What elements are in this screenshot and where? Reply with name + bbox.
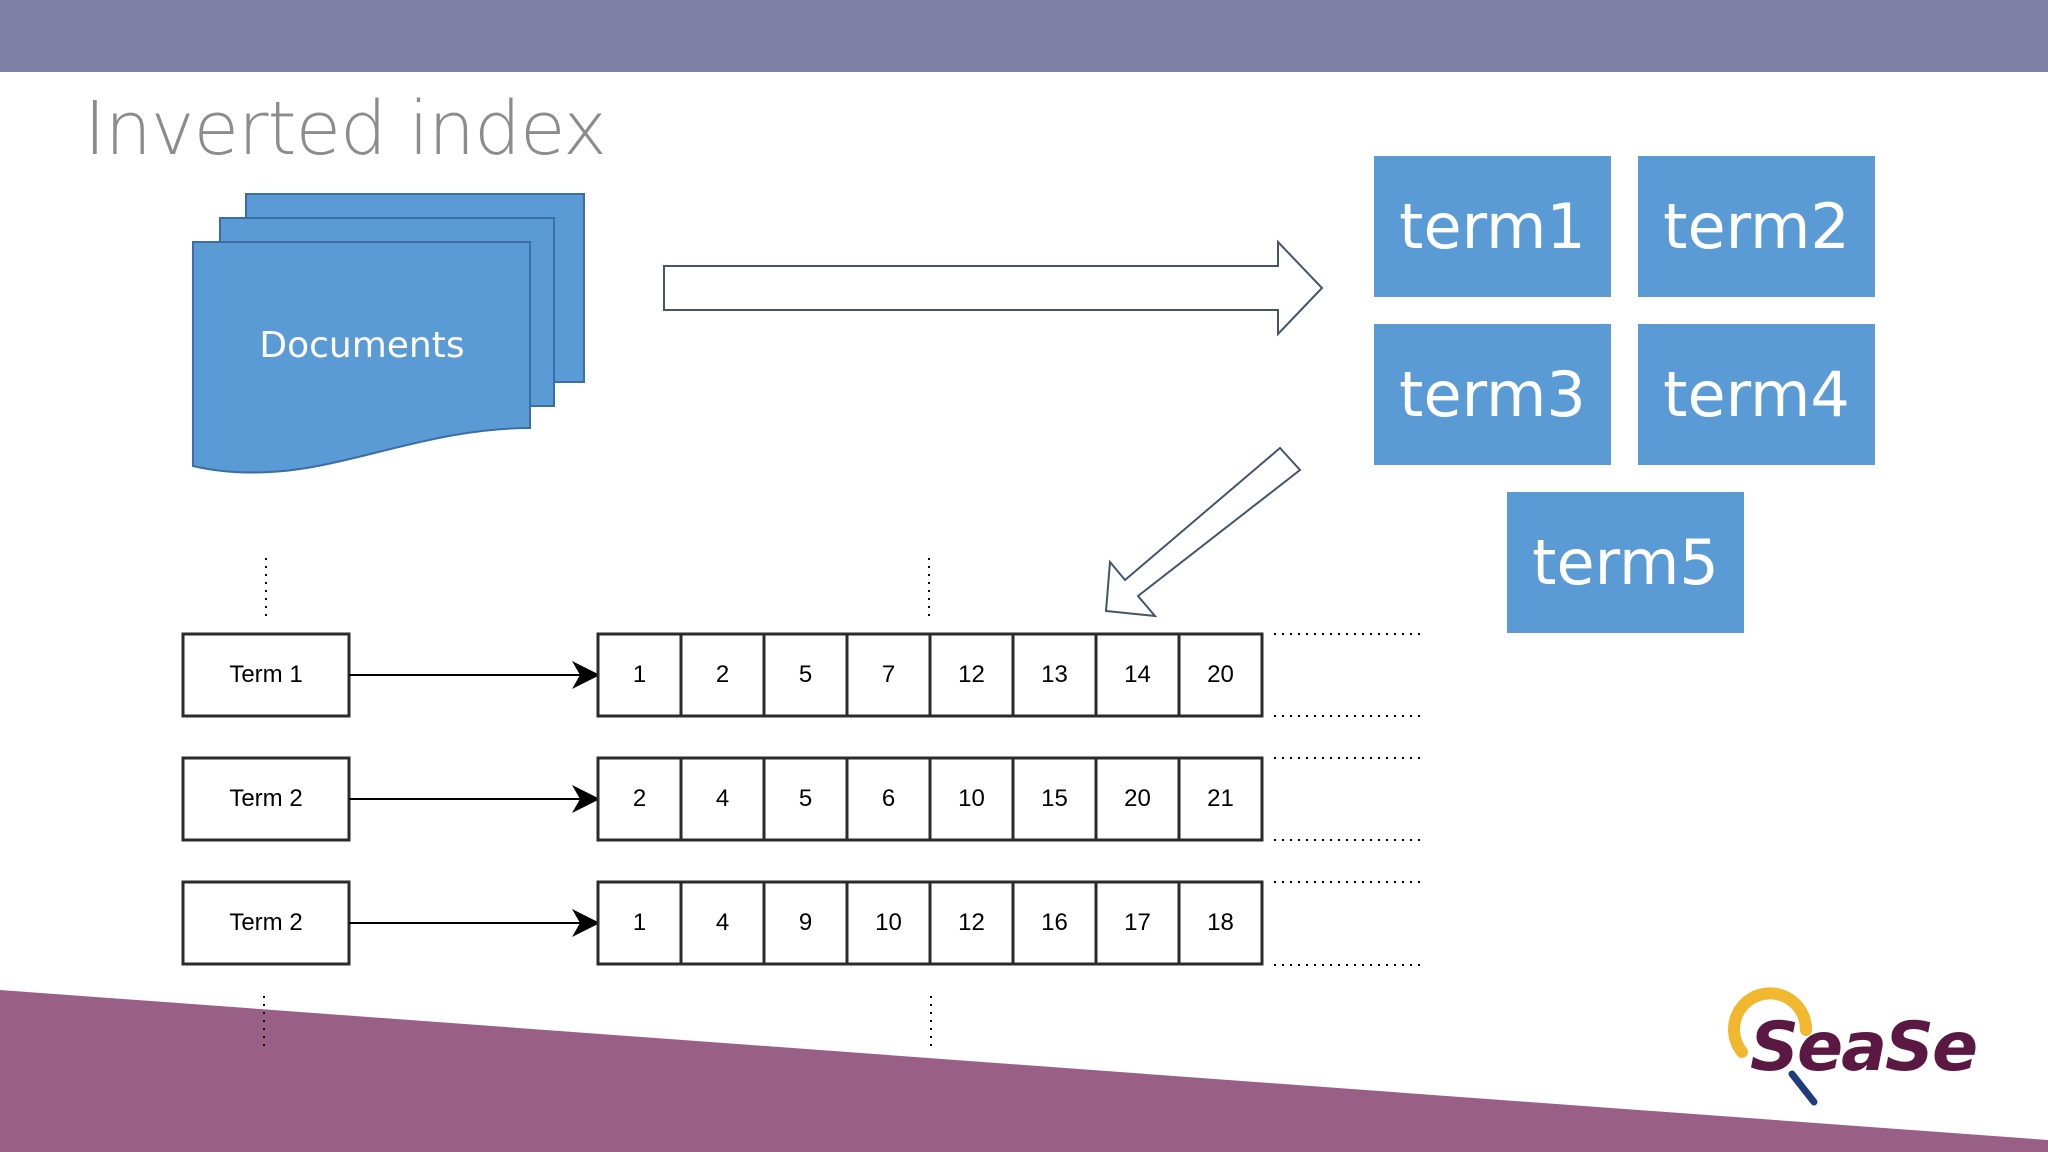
doc-id: 2 (632, 785, 647, 812)
doc-id: 6 (881, 785, 896, 812)
term-label: Term 2 (229, 909, 303, 936)
doc-id: 12 (958, 661, 985, 688)
doc-id: 10 (875, 909, 902, 936)
doc-id: 1 (632, 909, 647, 936)
term-box-5: term5 (1507, 492, 1744, 633)
documents-label: Documents (259, 325, 465, 366)
doc-id: 16 (1041, 909, 1068, 936)
posting-cell (1011, 756, 1098, 842)
posting-cell (1094, 632, 1181, 718)
doc-id: 15 (1041, 785, 1068, 812)
posting-lists (181, 632, 1264, 966)
posting-cell (679, 632, 766, 718)
doc-id: 4 (715, 785, 730, 812)
term-box-3: term3 (1374, 324, 1611, 465)
posting-cell (1177, 632, 1264, 718)
doc-id: 10 (958, 785, 985, 812)
term-cell (181, 756, 351, 842)
posting-cell (928, 756, 1015, 842)
posting-cell (1011, 880, 1098, 966)
documents-stack-icon (192, 193, 585, 474)
doc-id: 5 (798, 661, 813, 688)
term-box-2: term2 (1638, 156, 1875, 297)
slide-title: Inverted index (84, 86, 607, 172)
doc-id: 2 (715, 661, 730, 688)
right-arrow-icon (663, 239, 1324, 337)
posting-cell (1094, 756, 1181, 842)
doc-id: 14 (1124, 661, 1151, 688)
footer-band (0, 990, 2048, 1152)
doc-id: 4 (715, 909, 730, 936)
posting-cell (596, 880, 683, 966)
term-label: Term 1 (229, 661, 303, 688)
term-cell (181, 632, 351, 718)
sease-logo-icon (1728, 987, 1818, 1106)
continuation-dots (263, 558, 932, 1052)
term-label: Term 2 (229, 785, 303, 812)
logo-text: SeaSe (1750, 1008, 1978, 1087)
posting-cell (845, 632, 932, 718)
row-continuation-dots (1274, 633, 1424, 966)
doc-id: 9 (798, 909, 813, 936)
posting-cell (1177, 880, 1264, 966)
doc-id: 7 (881, 661, 896, 688)
doc-id: 1 (632, 661, 647, 688)
term-box-4: term4 (1638, 324, 1875, 465)
posting-cell (845, 756, 932, 842)
posting-cell (762, 632, 849, 718)
doc-id: 21 (1207, 785, 1234, 812)
doc-id: 5 (798, 785, 813, 812)
posting-cell (596, 756, 683, 842)
doc-id: 18 (1207, 909, 1234, 936)
doc-id: 17 (1124, 909, 1151, 936)
doc-id: 13 (1041, 661, 1068, 688)
posting-cell (1177, 756, 1264, 842)
posting-cell (845, 880, 932, 966)
posting-cell (1011, 632, 1098, 718)
top-banner (0, 0, 2048, 72)
doc-id: 20 (1207, 661, 1234, 688)
posting-cell (928, 880, 1015, 966)
doc-id: 12 (958, 909, 985, 936)
term-box-1: term1 (1374, 156, 1611, 297)
down-left-arrow-icon (1104, 446, 1302, 618)
doc-id: 20 (1124, 785, 1151, 812)
